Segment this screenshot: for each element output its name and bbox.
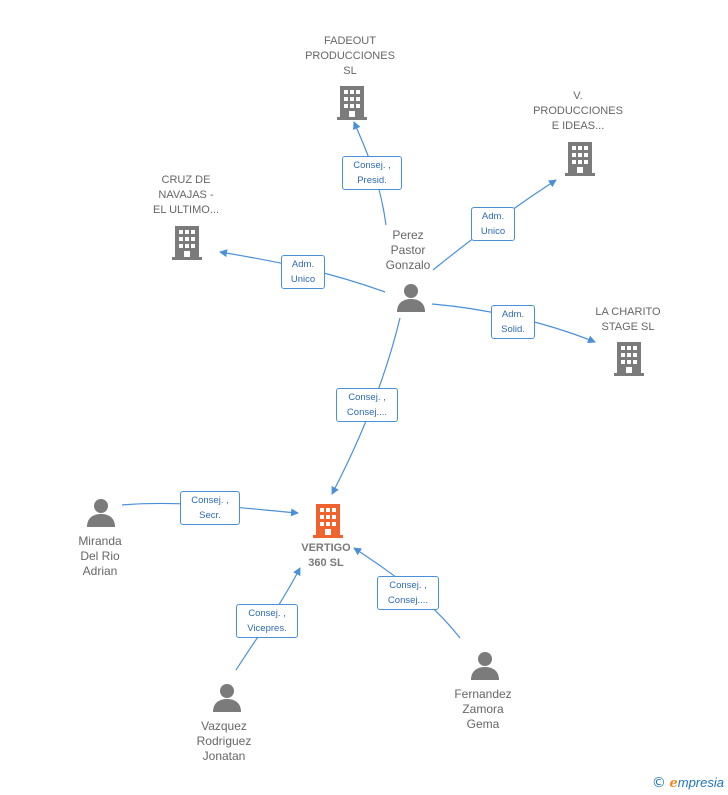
node-label-charito[interactable]: LA CHARITO STAGE SL <box>595 306 661 333</box>
node-label-perez[interactable]: Perez Pastor Gonzalo <box>385 228 431 272</box>
edge-label-perez-vprod[interactable]: Adm. Unico <box>471 207 515 241</box>
node-label-vazquez[interactable]: Vazquez Rodriguez Jonatan <box>196 719 252 763</box>
node-label-vprod[interactable]: V. PRODUCCIONES E IDEAS... <box>533 90 623 132</box>
edge-label-perez-cruz[interactable]: Adm. Unico <box>281 255 325 289</box>
building-icon-vprod[interactable] <box>564 140 596 176</box>
edge-label-perez-fadeout[interactable]: Consej. , Presid. <box>342 156 402 190</box>
brand-logo-e: e <box>669 776 678 791</box>
node-label-cruz[interactable]: CRUZ DE NAVAJAS - EL ULTIMO... <box>152 174 219 216</box>
building-icon-fadeout[interactable] <box>336 84 368 120</box>
person-icon-fernandez[interactable] <box>470 651 500 681</box>
person-icon-vazquez[interactable] <box>212 683 242 713</box>
edge-label-vazquez-vertigo[interactable]: Consej. , Vicepres. <box>236 604 298 638</box>
building-icon-vertigo[interactable] <box>312 502 344 538</box>
node-label-miranda[interactable]: Miranda Del Rio Adrian <box>78 534 122 578</box>
edge-label-perez-vertigo[interactable]: Consej. , Consej.... <box>336 388 398 422</box>
building-icon-cruz[interactable] <box>171 224 203 260</box>
edge-label-fernandez-vertigo[interactable]: Consej. , Consej.... <box>377 576 439 610</box>
edge-label-perez-charito[interactable]: Adm. Solid. <box>491 305 535 339</box>
node-label-fernandez[interactable]: Fernandez Zamora Gema <box>454 687 512 731</box>
edge-label-miranda-vertigo[interactable]: Consej. , Secr. <box>180 491 240 525</box>
brand-footer: © empresia <box>652 775 724 791</box>
node-label-vertigo[interactable]: VERTIGO 360 SL <box>301 542 351 569</box>
building-icon-charito[interactable] <box>613 340 645 376</box>
copyright-icon: © <box>651 775 666 791</box>
brand-name: mpresia <box>677 775 724 790</box>
person-icon-perez[interactable] <box>396 283 426 313</box>
node-label-fadeout[interactable]: FADEOUT PRODUCCIONES SL <box>305 35 395 77</box>
person-icon-miranda[interactable] <box>86 498 116 528</box>
